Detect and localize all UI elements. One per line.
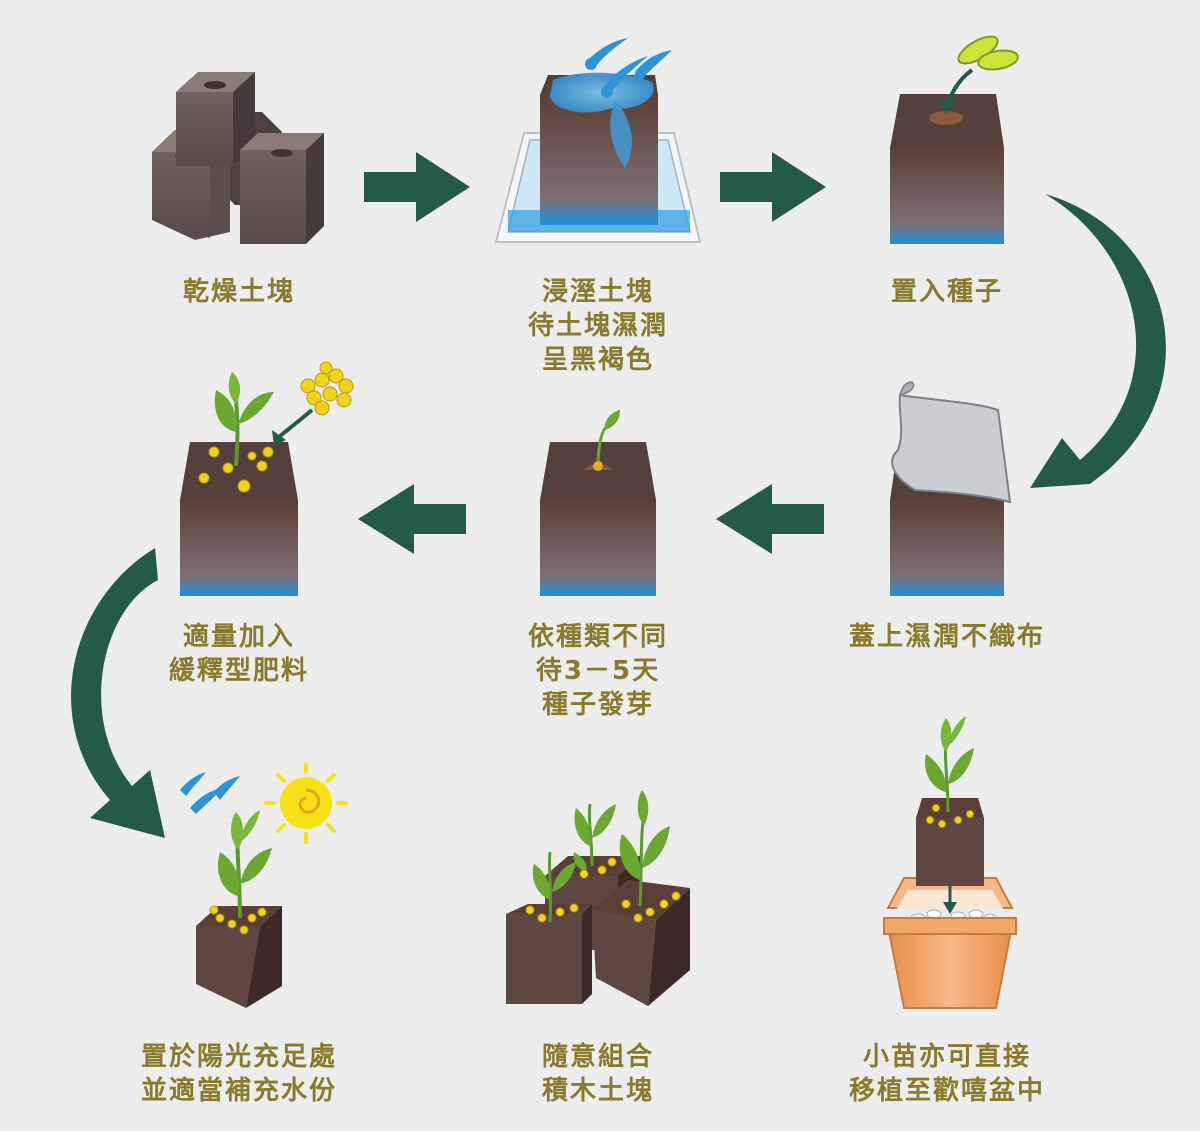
caption-line: 乾燥土塊 [89, 275, 389, 309]
dry-soil-blocks [152, 72, 324, 244]
caption-line: 並適當補充水份 [89, 1074, 389, 1108]
curved-arrow-down-right [1030, 194, 1166, 488]
caption-line: 呈黑褐色 [448, 343, 748, 377]
seedling-transplant-to-pot [884, 716, 1016, 1008]
caption-line: 依種類不同 [448, 620, 748, 654]
step-3-caption: 置入種子 [797, 275, 1097, 309]
step-8-caption: 隨意組合 積木土塊 [448, 1040, 748, 1108]
arrow-left-2 [358, 484, 466, 554]
arrow-right-2 [720, 152, 826, 222]
caption-line: 蓋上濕潤不織布 [797, 620, 1097, 654]
block-covered-with-cloth [890, 382, 1010, 596]
caption-line: 種子發芽 [448, 688, 748, 722]
step-9-caption: 小苗亦可直接 移植至歡嘻盆中 [797, 1040, 1097, 1108]
arrow-left-1 [716, 484, 824, 554]
caption-line: 隨意組合 [448, 1040, 748, 1074]
combined-soil-blocks [506, 790, 690, 1006]
caption-line: 積木土塊 [448, 1074, 748, 1108]
block-with-fertilizer [180, 362, 353, 596]
caption-line: 適量加入 [89, 620, 389, 654]
caption-line: 待土塊濕潤 [448, 309, 748, 343]
step-1-caption: 乾燥土塊 [89, 275, 389, 309]
caption-line: 置於陽光充足處 [89, 1040, 389, 1074]
sprout-under-sun [180, 764, 346, 1008]
caption-line: 浸溼土塊 [448, 275, 748, 309]
curved-arrow-down-left [71, 548, 165, 838]
caption-line: 小苗亦可直接 [797, 1040, 1097, 1074]
step-4-caption: 蓋上濕潤不織布 [797, 620, 1097, 654]
arrow-right-1 [364, 152, 470, 222]
step-7-caption: 置於陽光充足處 並適當補充水份 [89, 1040, 389, 1108]
step-2-caption: 浸溼土塊 待土塊濕潤 呈黑褐色 [448, 275, 748, 377]
step-6-caption: 適量加入 緩釋型肥料 [89, 620, 389, 688]
block-with-sprout [540, 410, 656, 596]
caption-line: 置入種子 [797, 275, 1097, 309]
caption-line: 緩釋型肥料 [89, 654, 389, 688]
block-with-seed [890, 31, 1019, 244]
step-5-caption: 依種類不同 待3－5天 種子發芽 [448, 620, 748, 722]
caption-line: 待3－5天 [448, 654, 748, 688]
soaking-block-in-tray [496, 38, 700, 242]
caption-line: 移植至歡嘻盆中 [797, 1074, 1097, 1108]
sun-icon [266, 764, 346, 842]
